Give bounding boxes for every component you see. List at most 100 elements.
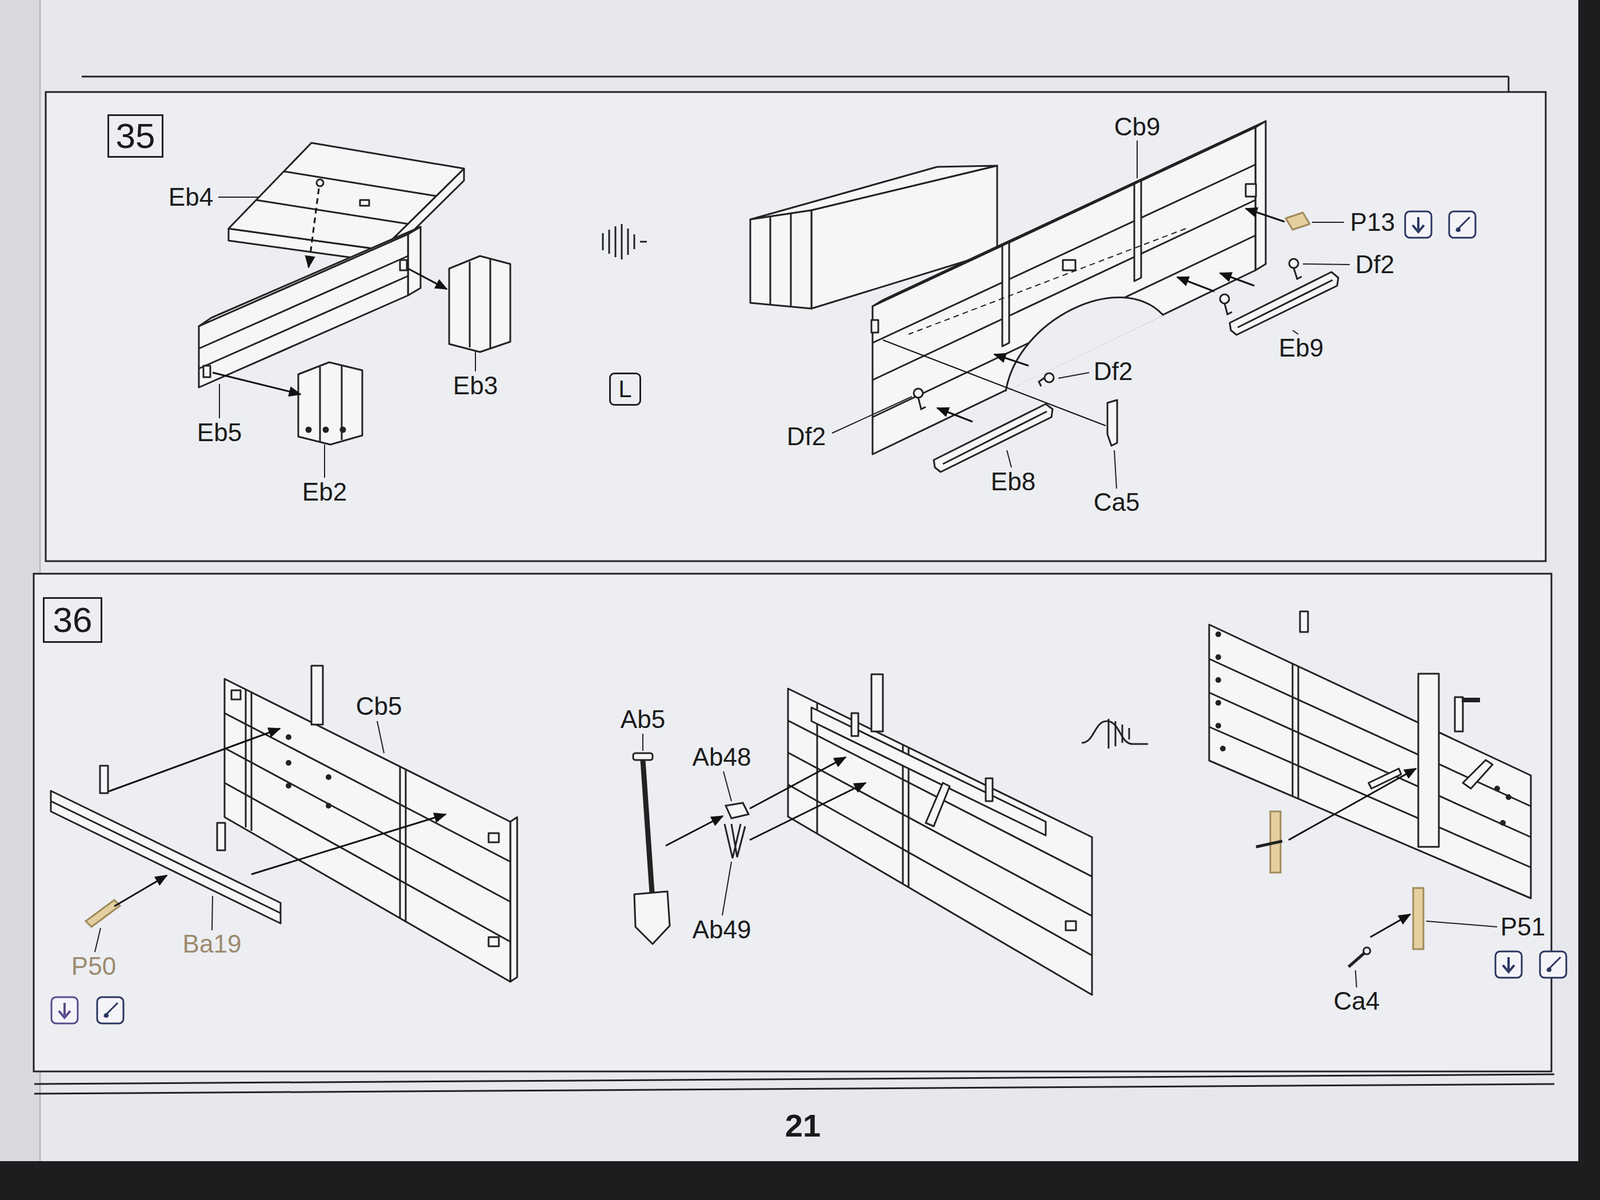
side-board-cb5 (224, 665, 518, 982)
part-eb3 (449, 256, 511, 352)
hooks-df2 (913, 258, 1302, 410)
parts (933, 212, 1339, 472)
symbol-bar (627, 228, 630, 255)
board-face (224, 678, 511, 982)
assembly-arrows (108, 728, 446, 907)
part-number: Eb2 (302, 479, 347, 505)
part-number: Ab49 (692, 917, 752, 943)
bracket (1062, 260, 1076, 271)
leader-line (1302, 264, 1350, 265)
step-number-text: 35 (116, 118, 156, 154)
leader-line (324, 444, 326, 478)
leader-line (832, 396, 912, 434)
pin (1256, 841, 1283, 847)
glue-icon-dot (104, 1013, 109, 1018)
part-number: Eb4 (168, 184, 214, 210)
symbol-bar (1108, 718, 1110, 749)
assembly-arrow (665, 816, 723, 846)
shovel-handle (633, 753, 653, 760)
plank-top (228, 142, 464, 250)
page-sheet (0, 0, 1579, 1162)
holes (1215, 631, 1512, 826)
symbol-bar (602, 233, 604, 251)
hole (1215, 631, 1222, 638)
glue-icon (1449, 211, 1476, 238)
assembly-arrow (994, 354, 1029, 366)
leader-line (218, 196, 259, 198)
hook (1038, 377, 1045, 387)
mudguard-line (1237, 280, 1333, 328)
hole (285, 760, 292, 766)
panel (449, 256, 511, 352)
part-number: Eb5 (197, 420, 242, 446)
shovel-ab5 (633, 753, 670, 944)
plank-line (284, 171, 436, 196)
step-number-text: 36 (53, 602, 93, 638)
symbol-bar (608, 229, 611, 254)
hole (1215, 654, 1222, 660)
assembly-arrows (1288, 768, 1416, 938)
part-number: Eb3 (453, 373, 498, 399)
assembly-line (882, 340, 1106, 426)
hole (1215, 722, 1222, 729)
assembly-arrow (937, 408, 973, 422)
frame-line (34, 1074, 1555, 1084)
leader-line (1312, 221, 1344, 223)
assembly-arrows (665, 757, 866, 846)
marker-text: L (618, 377, 632, 402)
plank-line (319, 366, 322, 442)
rail-ba19 (50, 765, 281, 924)
part-number: P13 (1350, 209, 1395, 235)
assembly-arrow (749, 782, 866, 840)
part-number: Eb9 (1278, 335, 1324, 361)
wheel-arch (1005, 297, 1164, 392)
board-face (198, 234, 408, 388)
step-number: 35 (107, 114, 164, 158)
part-number: Eb8 (990, 469, 1036, 495)
wheel-arch-cut (1005, 297, 1164, 392)
stake-line (250, 692, 253, 831)
part-number: Ba19 (182, 931, 242, 957)
peg (1454, 697, 1463, 732)
peg (1300, 611, 1308, 632)
plank-line (1209, 692, 1531, 838)
stake-line (245, 689, 247, 828)
symbol-bar (640, 241, 647, 243)
symbol-bar (1121, 724, 1124, 743)
glue-icon (1540, 951, 1567, 978)
part-number: Ab48 (692, 744, 752, 770)
peg-handle (1461, 697, 1480, 703)
post (871, 674, 883, 732)
part-number: Ab5 (620, 706, 666, 732)
sound-symbol (602, 224, 647, 260)
plank-line (224, 713, 511, 862)
page-number: 21 (785, 1109, 821, 1142)
hook (913, 388, 923, 398)
side-board (788, 674, 1092, 995)
stake (1418, 673, 1439, 847)
bend-icon (1405, 211, 1432, 238)
hole (325, 802, 332, 809)
stake-line (1292, 663, 1294, 796)
bracket (488, 937, 499, 947)
symbol-bar (614, 226, 617, 258)
mudguard-eb8 (933, 404, 1053, 472)
step-panel (45, 92, 1546, 562)
part-eb2 (298, 362, 363, 445)
part-number: Ca5 (1093, 489, 1140, 515)
side-end (1255, 121, 1266, 271)
board-face (788, 688, 1092, 995)
part-number: Df2 (1355, 252, 1395, 278)
part-ca5 (1107, 400, 1118, 446)
hook (918, 397, 926, 410)
bend-icon-arrow (58, 1002, 71, 1018)
stake-line (405, 769, 407, 923)
bracket (871, 320, 879, 333)
hole (306, 427, 311, 432)
stake-line (1297, 666, 1300, 799)
bracket (231, 690, 241, 700)
bracket (1065, 921, 1076, 931)
hole (285, 782, 292, 789)
